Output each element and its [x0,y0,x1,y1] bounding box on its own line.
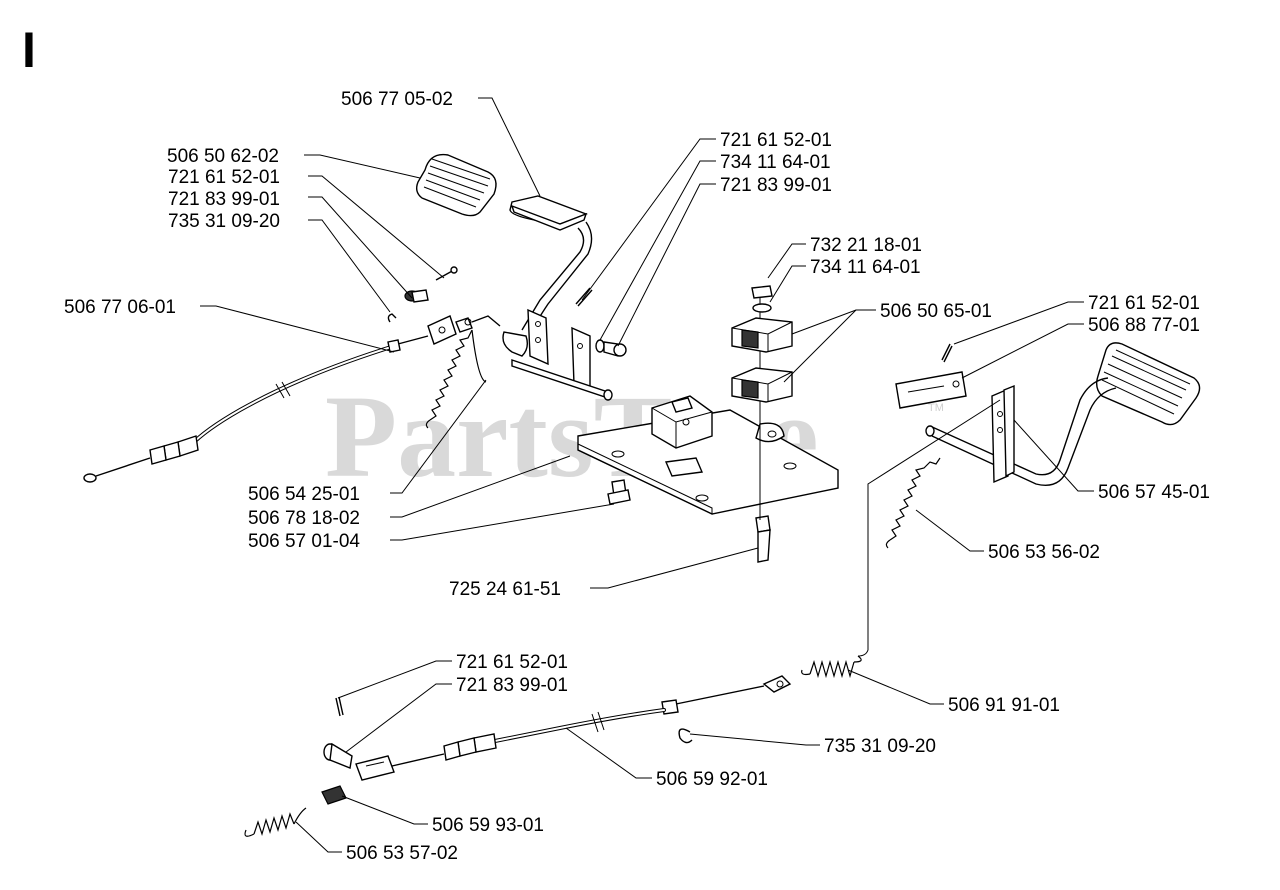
bottom-cable [355,675,792,781]
left-clip-set [387,266,458,323]
leader-lines [200,97,1094,853]
label-732-21-18-01: 732 21 18-01 [810,235,922,256]
watermark-tm: TM [928,402,944,414]
bottom-block [321,785,347,805]
center-clamp-block [651,395,713,449]
brake-pedal-pad [415,153,497,217]
bottom-left-spring [244,807,307,837]
right-spring [885,457,941,549]
center-pin-set [575,287,627,357]
bottom-cable-spring [801,655,862,679]
label-721-61-52-01-a: 721 61 52-01 [168,167,280,188]
label-506-50-62-02: 506 50 62-02 [167,146,279,167]
label-721-83-99-01-b: 721 83 99-01 [720,175,832,196]
label-506-59-92-01: 506 59 92-01 [656,769,768,790]
stacked-clamp-blocks [731,285,793,403]
label-506-57-45-01: 506 57 45-01 [1098,482,1210,503]
label-721-83-99-01-a: 721 83 99-01 [168,189,280,210]
label-506-59-93-01: 506 59 93-01 [432,815,544,836]
right-link-plate [895,343,967,409]
label-506-53-57-02: 506 53 57-02 [346,843,458,864]
label-506-78-18-02: 506 78 18-02 [248,508,360,529]
label-734-11-64-01-b: 734 11 64-01 [810,257,921,278]
left-cable [83,315,501,483]
label-506-57-01-04: 506 57 01-04 [248,531,360,552]
label-735-31-09-20-a: 735 31 09-20 [168,211,280,232]
right-vertical-rod [857,399,1001,657]
label-735-31-09-20-b: 735 31 09-20 [824,736,936,757]
label-721-61-52-01-c: 721 61 52-01 [1088,293,1200,314]
label-506-50-65-01: 506 50 65-01 [880,301,992,322]
section-letter: I [22,22,36,78]
label-721-61-52-01-b: 721 61 52-01 [720,130,832,151]
label-506-54-25-01: 506 54 25-01 [248,484,360,505]
label-506-88-77-01: 506 88 77-01 [1088,315,1200,336]
bottom-pin-set [323,696,353,769]
label-506-91-91-01: 506 91 91-01 [948,695,1060,716]
right-pedal-arm [925,342,1201,486]
base-plate [577,409,839,515]
label-506-77-06-01: 506 77 06-01 [64,297,176,318]
pivot-brackets [511,308,613,401]
label-506-77-05-02: 506 77 05-02 [341,89,453,110]
label-734-11-64-01-a: 734 11 64-01 [720,152,831,173]
part-labels: 506 77 05-02 506 50 62-02 721 61 52-01 7… [64,89,1210,864]
label-725-24-61-51: 725 24 61-51 [449,579,561,600]
label-721-83-99-01-c: 721 83 99-01 [456,675,568,696]
label-506-53-56-02: 506 53 56-02 [988,542,1100,563]
bottom-clip [678,728,693,744]
label-721-61-52-01-d: 721 61 52-01 [456,652,568,673]
